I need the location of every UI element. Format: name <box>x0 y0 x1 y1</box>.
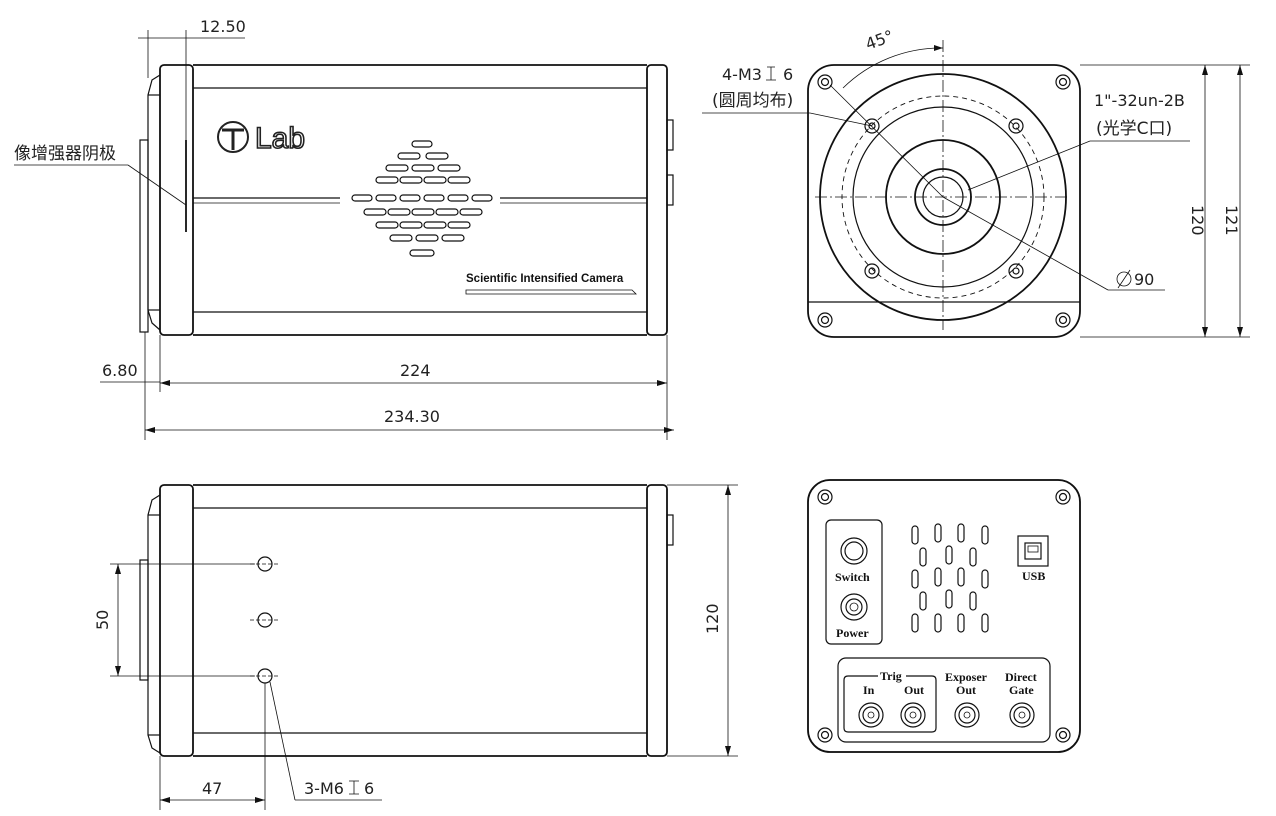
dim-120-lens: 120 <box>1188 205 1207 236</box>
thread-note: (光学C口) <box>1096 119 1172 139</box>
exposer-label: Exposer <box>945 670 988 684</box>
vent-grille <box>351 140 493 257</box>
m3-holes <box>864 118 1024 279</box>
switch-button-outline <box>840 537 868 565</box>
dim-120-side: 120 <box>703 603 722 634</box>
rear-panel: Switch Power USB Trig In Out Exposer Out… <box>807 479 1081 753</box>
exposer-out-label: Out <box>956 683 976 697</box>
dim-47: 47 <box>202 779 222 798</box>
direct-label: Direct <box>1005 670 1037 684</box>
trig-out-label: Out <box>904 683 924 697</box>
m6-depth: 6 <box>364 779 374 798</box>
angle-45: 45° <box>863 26 896 54</box>
intensifier-cathode-label: 像增强器阴极 <box>14 144 116 164</box>
dim-50: 50 <box>93 610 112 630</box>
dim-12-50: 12.50 <box>200 17 246 36</box>
corner-screws <box>817 74 1071 328</box>
rear-vent-grille <box>911 523 989 633</box>
product-label: Scientific Intensified Camera <box>466 273 624 285</box>
m3-holes-note: (圆周均布) <box>712 91 793 111</box>
diameter-90: 90 <box>1134 270 1154 289</box>
front-view: Lab Scientific Intensified Camera 像增强器阴极… <box>14 17 674 440</box>
bnc-connectors <box>858 702 1035 728</box>
gate-label: Gate <box>1009 683 1034 697</box>
lens-view: 45° 4-M3 6 (圆周均布) 1"-32un-2B (光学C口) 90 1… <box>702 26 1250 338</box>
power-label: Power <box>836 626 869 640</box>
tlab-logo: Lab <box>217 121 306 156</box>
dim-234-30: 234.30 <box>384 407 440 426</box>
dim-224: 224 <box>400 361 431 380</box>
thread-label: 1"-32un-2B <box>1094 91 1185 110</box>
trig-in-label: In <box>863 683 875 697</box>
usb-port <box>1017 535 1049 567</box>
switch-label: Switch <box>835 570 870 584</box>
trig-label: Trig <box>880 669 902 683</box>
dim-121: 121 <box>1222 205 1241 236</box>
m6-holes-label: 3-M6 <box>304 779 344 798</box>
logo-text: Lab <box>255 122 305 155</box>
m3-depth: 6 <box>783 65 793 84</box>
m3-holes-label: 4-M3 <box>722 65 762 84</box>
side-view: 50 47 3-M6 6 120 <box>93 484 738 810</box>
usb-label: USB <box>1022 569 1045 583</box>
dim-6-80: 6.80 <box>102 361 138 380</box>
m6-holes <box>250 556 280 684</box>
